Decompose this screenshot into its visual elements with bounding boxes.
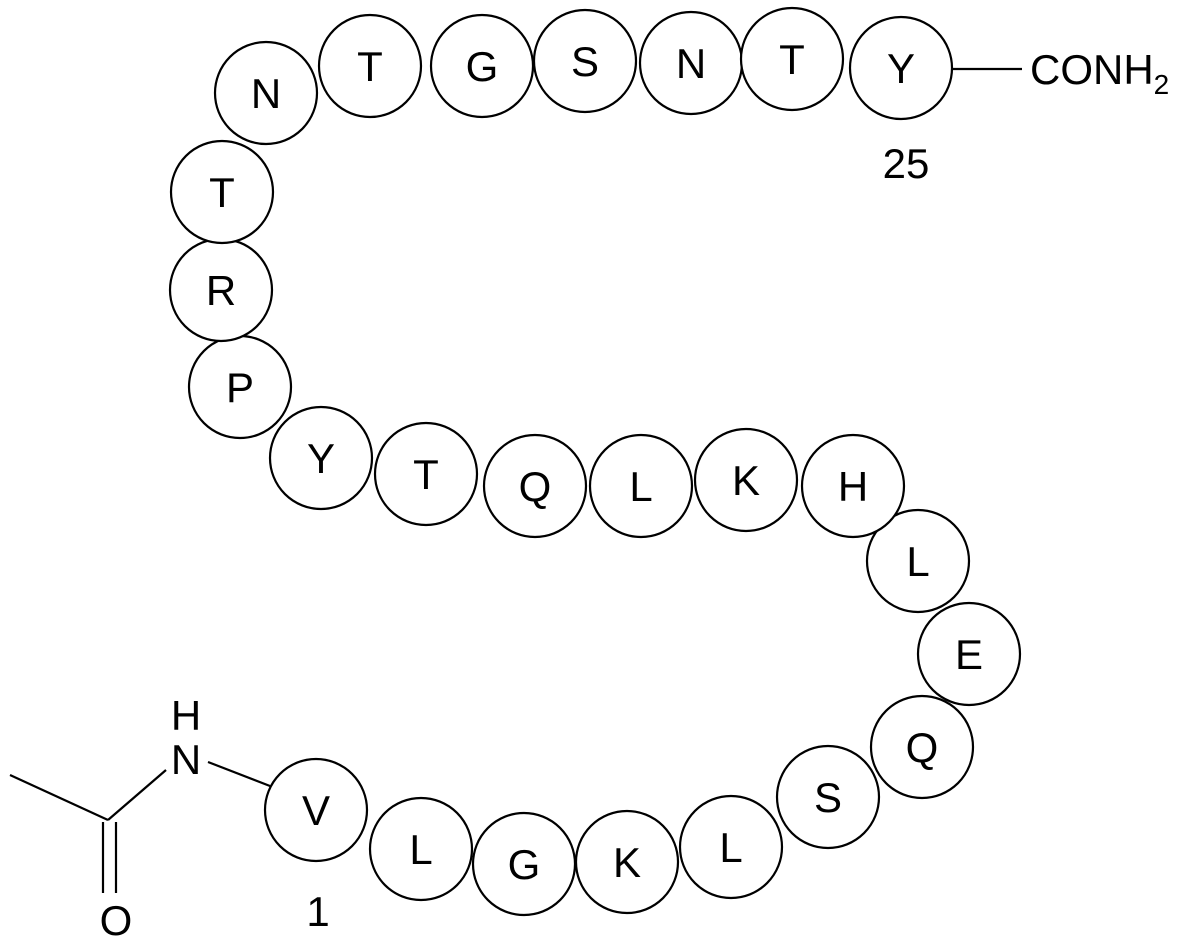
residue-circle xyxy=(482,433,588,539)
residue-14: T xyxy=(373,421,479,527)
residue-circle xyxy=(739,6,845,112)
residue-9: L xyxy=(865,508,971,614)
residue-letter: N xyxy=(676,40,706,87)
residue-circle xyxy=(213,40,319,146)
residue-circle xyxy=(263,757,369,863)
residue-letter: L xyxy=(719,824,742,871)
residue-10: H xyxy=(800,433,906,539)
residue-circle xyxy=(373,421,479,527)
residue-16: P xyxy=(187,334,293,440)
residue-letter: G xyxy=(508,841,541,888)
residue-circle xyxy=(532,8,638,114)
residue-21: G xyxy=(429,13,535,119)
residue-13: Q xyxy=(482,433,588,539)
c-terminus-group: CONH xyxy=(1030,46,1154,93)
residue-letter: V xyxy=(302,787,330,834)
residue-1: V xyxy=(263,757,369,863)
residue-25: Y xyxy=(848,15,954,121)
residue-12: L xyxy=(588,433,694,539)
residue-circle xyxy=(588,433,694,539)
hydrogen-label: H xyxy=(171,692,201,739)
residue-letter: Y xyxy=(307,435,335,482)
residue-23: N xyxy=(638,10,744,116)
residue-3: G xyxy=(471,811,577,917)
residue-letter: L xyxy=(629,463,652,510)
residue-11: K xyxy=(693,427,799,533)
residue-letter: S xyxy=(571,38,599,85)
residue-letter: L xyxy=(409,826,432,873)
residue-6: S xyxy=(775,744,881,850)
c-terminus-label: CONH2 xyxy=(1030,46,1169,100)
residue-15: Y xyxy=(268,405,374,511)
residue-circle xyxy=(800,433,906,539)
residue-circle xyxy=(574,809,680,915)
residue-letter: E xyxy=(955,631,983,678)
residue-17: R xyxy=(168,237,274,343)
residue-letter: T xyxy=(779,36,805,83)
residue-letter: T xyxy=(209,169,235,216)
residue-letter: G xyxy=(466,43,499,90)
c-terminus-subscript: 2 xyxy=(1154,69,1170,100)
residue-letter: K xyxy=(732,457,760,504)
residue-circle xyxy=(678,794,784,900)
residue-circle xyxy=(317,13,423,119)
residue-24: T xyxy=(739,6,845,112)
residue-letter: N xyxy=(251,70,281,117)
residue-circle xyxy=(775,744,881,850)
residue-circle xyxy=(169,139,275,245)
residue-4: K xyxy=(574,809,680,915)
residue-19: N xyxy=(213,40,319,146)
n-to-residue-bond xyxy=(207,760,271,788)
residue-circle xyxy=(368,796,474,902)
residue-18: T xyxy=(169,139,275,245)
residue-20: T xyxy=(317,13,423,119)
residue-letter: K xyxy=(613,839,641,886)
residue-letter: H xyxy=(838,463,868,510)
residue-number-last: 25 xyxy=(883,140,930,187)
methyl-bond xyxy=(9,774,109,821)
residue-22: S xyxy=(532,8,638,114)
residue-circle xyxy=(848,15,954,121)
n-terminal-acetyl-group: N H O xyxy=(9,692,271,944)
residue-letter: Q xyxy=(906,724,939,771)
nitrogen-label: N xyxy=(171,736,201,783)
residue-circle xyxy=(429,13,535,119)
residue-circle xyxy=(693,427,799,533)
residue-circle xyxy=(916,601,1022,707)
residue-letter: Y xyxy=(887,45,915,92)
residue-letter: R xyxy=(206,267,236,314)
residue-circle xyxy=(865,508,971,614)
residue-circle xyxy=(268,405,374,511)
residue-8: E xyxy=(916,601,1022,707)
residue-letter: L xyxy=(906,538,929,585)
residue-2: L xyxy=(368,796,474,902)
residue-5: L xyxy=(678,794,784,900)
residue-circle xyxy=(869,694,975,800)
residue-7: Q xyxy=(869,694,975,800)
residue-letter: S xyxy=(814,774,842,821)
residue-letter: P xyxy=(226,364,254,411)
oxygen-label: O xyxy=(100,897,133,944)
residue-letter: T xyxy=(413,451,439,498)
residue-letter: T xyxy=(357,43,383,90)
residue-number-first: 1 xyxy=(306,888,329,935)
carbonyl-to-n-bond xyxy=(107,769,167,821)
residue-letter: Q xyxy=(519,463,552,510)
